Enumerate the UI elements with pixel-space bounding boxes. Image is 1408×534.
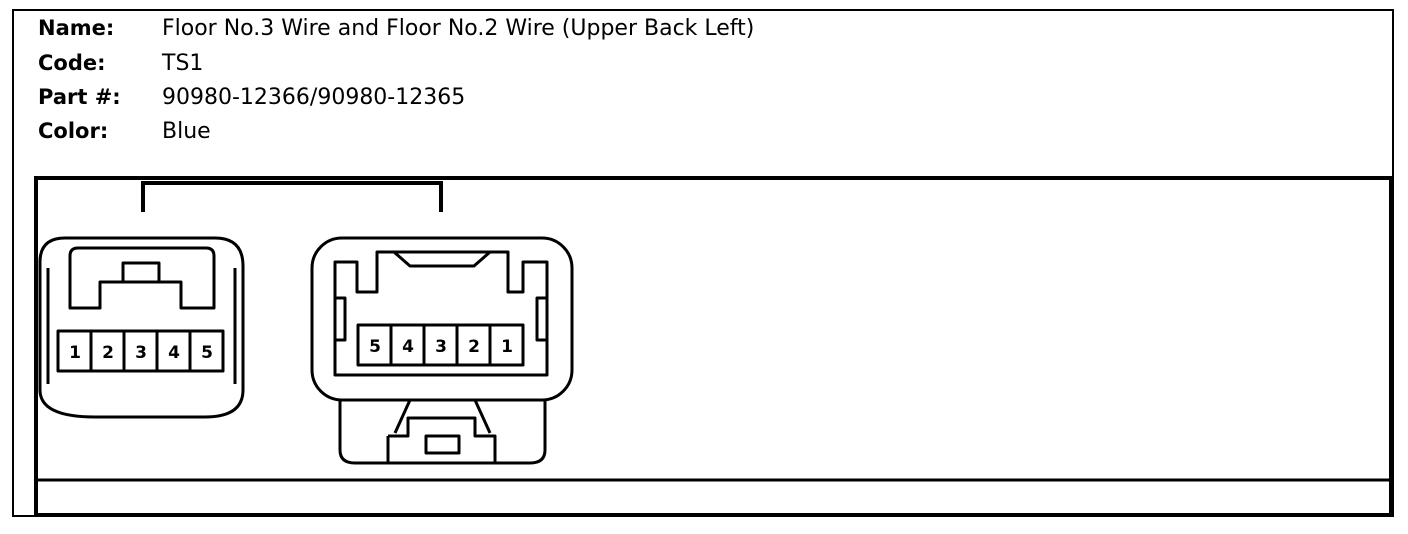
part-value: 90980-12366/90980-12365 xyxy=(162,85,466,110)
name-label: Name: xyxy=(38,16,115,40)
left-connector-lock xyxy=(68,246,216,310)
code-value: TS1 xyxy=(162,51,204,76)
right-pin-label: 3 xyxy=(435,337,447,357)
code-label: Code: xyxy=(38,51,106,75)
mating-bracket xyxy=(141,181,443,212)
part-label: Part #: xyxy=(38,85,121,109)
right-connector xyxy=(310,236,574,465)
right-connector-lower-ribs xyxy=(393,399,492,434)
right-connector-left-key xyxy=(333,296,347,342)
left-pin-label: 3 xyxy=(135,343,147,363)
left-connector-side-rails xyxy=(46,268,237,384)
left-connector-pin-dividers xyxy=(89,331,192,371)
left-connector-housing xyxy=(38,236,245,419)
left-pin-label: 5 xyxy=(201,343,213,363)
right-pin-label: 5 xyxy=(369,337,381,357)
right-connector-pin-block xyxy=(356,323,525,367)
right-connector-housing xyxy=(310,236,574,402)
right-pin-label: 4 xyxy=(402,337,414,357)
right-connector-lock xyxy=(333,250,549,377)
color-value: Blue xyxy=(162,119,211,144)
diagram-box xyxy=(34,176,1393,517)
left-pin-label: 2 xyxy=(102,343,114,363)
right-connector-right-key xyxy=(535,296,549,342)
name-value: Floor No.3 Wire and Floor No.2 Wire (Upp… xyxy=(162,16,755,41)
right-pin-label: 1 xyxy=(501,337,513,357)
right-pin-label: 2 xyxy=(468,337,480,357)
left-connector-pin-block xyxy=(56,329,225,373)
left-connector xyxy=(38,236,245,419)
right-connector-pins: 5 4 3 2 1 xyxy=(369,337,513,357)
left-pin-label: 4 xyxy=(168,343,180,363)
left-connector-lock-tab xyxy=(121,261,161,284)
color-label: Color: xyxy=(38,119,109,143)
left-pin-label: 1 xyxy=(69,343,81,363)
right-connector-release xyxy=(388,416,497,463)
left-connector-pins: 1 2 3 4 5 xyxy=(69,343,213,363)
right-connector-release-tab xyxy=(424,434,461,455)
right-connector-latch xyxy=(393,250,491,268)
right-connector-lower-body xyxy=(338,400,547,465)
right-connector-pin-dividers xyxy=(389,325,492,365)
